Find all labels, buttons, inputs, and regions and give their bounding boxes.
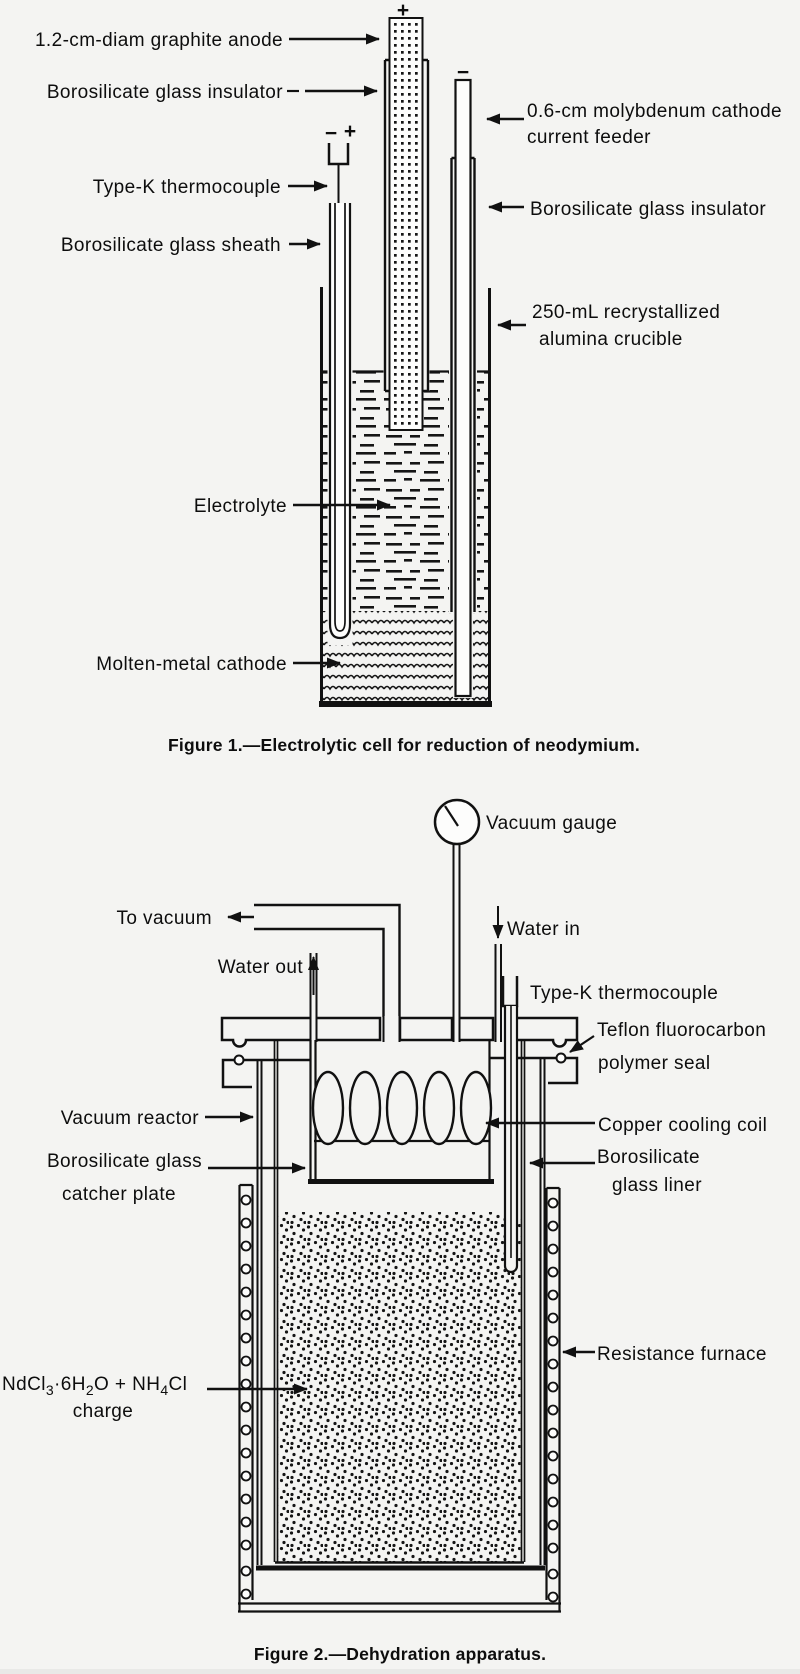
thermocouple-connector — [327, 143, 350, 166]
crucible-walls — [320, 287, 491, 706]
cathode-glass-insulator — [450, 156, 476, 612]
vacuum-reactor-walls — [256, 1058, 546, 1565]
arrow-teflon-seal — [569, 1035, 595, 1053]
label-catcher-plate-line2: catcher plate — [62, 1184, 176, 1205]
anode-glass-insulator — [383, 58, 430, 393]
teflon-seal-right — [555, 1052, 567, 1064]
label-molybdenum-cathode-line2: current feeder — [527, 127, 651, 148]
label-vacuum-reactor: Vacuum reactor — [61, 1108, 200, 1129]
label-alumina-crucible-line1: 250-mL recrystallized — [532, 302, 720, 323]
vacuum-gauge-needle — [444, 805, 459, 827]
label-molybdenum-cathode-line1: 0.6-cm molybdenum cathode — [527, 101, 782, 122]
vacuum-gauge-dial — [433, 798, 481, 846]
charge-fill — [278, 1212, 521, 1562]
label-electrolyte: Electrolyte — [194, 496, 287, 517]
label-copper-cooling-coil: Copper cooling coil — [598, 1115, 767, 1136]
copper-cooling-coil — [311, 1070, 493, 1146]
label-glass-sheath: Borosilicate glass sheath — [61, 235, 281, 256]
label-molten-metal-cathode: Molten-metal cathode — [96, 654, 287, 675]
vacuum-pipe — [254, 903, 401, 1017]
label-graphite-anode: 1.2-cm-diam graphite anode — [35, 30, 283, 51]
label-charge-word: charge — [73, 1401, 134, 1422]
label-glass-liner-line1: Borosilicate — [597, 1147, 700, 1168]
label-catcher-plate-line1: Borosilicate glass — [47, 1151, 202, 1172]
collar-right — [490, 1056, 579, 1085]
label-charge-formula: NdCl3·6H2O + NH4Cl — [2, 1374, 187, 1398]
label-water-out: Water out — [218, 957, 304, 978]
graphite-anode-rod — [388, 17, 424, 431]
anode-plus-sign: + — [397, 0, 409, 22]
label-teflon-seal-line2: polymer seal — [598, 1053, 711, 1074]
figure1-caption: Figure 1.—Electrolytic cell for reductio… — [168, 735, 640, 755]
label-water-in: Water in — [507, 919, 580, 940]
label-teflon-seal-line1: Teflon fluorocarbon — [597, 1020, 766, 1041]
figure2-caption: Figure 2.—Dehydration apparatus. — [254, 1644, 546, 1664]
label-vacuum-gauge: Vacuum gauge — [486, 813, 617, 834]
glass-liner-walls — [273, 1040, 526, 1562]
furnace-walls — [238, 1183, 561, 1613]
thermocouple-minus-sign: − — [325, 122, 337, 145]
label-type-k-thermocouple-fig2: Type-K thermocouple — [530, 983, 718, 1004]
water-in-tube — [494, 944, 502, 1017]
label-resistance-furnace: Resistance furnace — [597, 1344, 767, 1365]
thermocouple-plus-sign: + — [344, 120, 356, 143]
vacuum-gauge-stem — [452, 844, 461, 1017]
furnace-heater-elements — [240, 1194, 559, 1603]
label-borosilicate-insulator-right: Borosilicate glass insulator — [530, 199, 766, 220]
label-borosilicate-insulator-left: Borosilicate glass insulator — [47, 82, 283, 103]
label-alumina-crucible-line2: alumina crucible — [539, 329, 683, 350]
reactor-lid — [220, 1016, 579, 1048]
lid-tube-lines — [309, 1016, 502, 1042]
glass-sheath-inner — [334, 203, 346, 632]
label-glass-liner-line2: glass liner — [612, 1175, 702, 1196]
teflon-seal-left — [233, 1054, 245, 1066]
molybdenum-cathode-rod — [454, 78, 472, 698]
figure2-dehydration-apparatus: Vacuum gauge To vacuum Water out Water i… — [2, 798, 767, 1664]
figure1-electrolytic-cell: + − + − 1.2-cm-diam graphite anode Boros… — [35, 0, 782, 755]
label-to-vacuum: To vacuum — [117, 908, 212, 929]
cathode-minus-sign: − — [457, 61, 469, 84]
label-type-k-thermocouple: Type-K thermocouple — [93, 177, 281, 198]
collar-left — [221, 1058, 310, 1089]
thermocouple-connector-fig2 — [501, 976, 519, 1008]
